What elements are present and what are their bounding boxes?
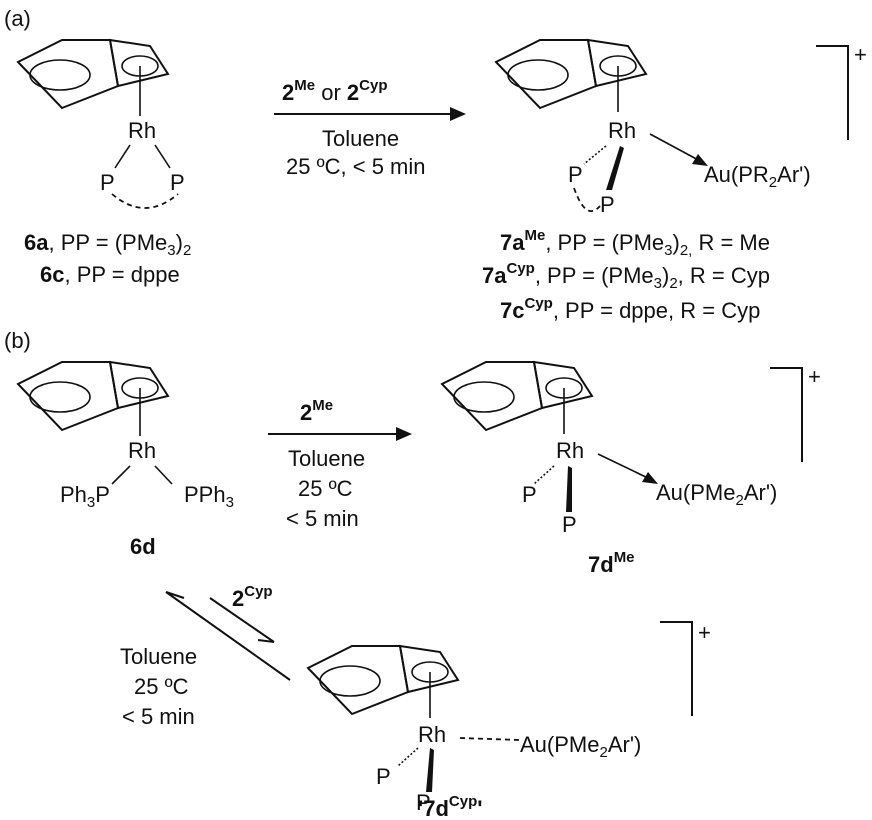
bracket-7d-cyp (660, 621, 693, 716)
p-left-6a: P (100, 170, 115, 195)
p-bottom-7d-me: P (562, 512, 577, 537)
rh-au-bond-7a (649, 133, 703, 163)
label-7d-cyp: '7dCyp' (418, 793, 483, 820)
rh-7a: Rh (608, 118, 636, 143)
arrow-a-head (450, 107, 466, 121)
wedge-bond-7d-me (566, 466, 572, 512)
hashed-bond-7d-me (533, 465, 555, 485)
equilibrium-arrow-forward (209, 597, 275, 643)
p-bottom-7d-cyp: P (416, 790, 431, 815)
gold-fragment-7d-me: Au(PMe2Ar') (656, 480, 777, 509)
equilibrium-arrow-back (165, 591, 291, 681)
rh-7d-cyp: Rh (418, 722, 446, 747)
gold-fragment-7a: Au(PR2Ar') (704, 162, 811, 191)
rh-p-bond-left-6a (114, 144, 131, 169)
arrow-b-head (396, 427, 412, 441)
wedge-bond-7d-cyp (426, 748, 434, 792)
bracket-7a (816, 45, 849, 140)
diphosphine-backbone-7a (573, 187, 601, 212)
p-left-7a: P (568, 162, 583, 187)
rh-6d: Rh (128, 438, 156, 463)
indenyl-ligand-7d-me (440, 360, 594, 434)
temp-b: 25 ºC (298, 476, 353, 501)
rh-au-bond-7d-me (597, 453, 653, 481)
solvent-b: Toluene (288, 446, 365, 471)
rh-au-contact-7d-cyp (459, 737, 521, 741)
gold-fragment-7d-cyp: Au(PMe2Ar') (520, 732, 641, 761)
indenyl-ligand-6a (16, 38, 170, 116)
pph3-left-6d: Ph3P (60, 482, 110, 511)
temp-eq: 25 ºC (134, 674, 189, 699)
p-left-7d-me: P (522, 482, 537, 507)
p-right-6a: P (170, 170, 185, 195)
diphosphine-backbone-6a (111, 193, 179, 209)
reagent-a: 2Me or 2Cyp (282, 77, 387, 105)
hashed-bond-7d-cyp (397, 747, 419, 767)
rh-au-arrowhead-7a (692, 154, 708, 166)
solvent-a: Toluene (322, 126, 399, 151)
indenyl-ligand-6d (16, 360, 170, 436)
rh-6a: Rh (128, 118, 156, 143)
time-eq: < 5 min (122, 704, 195, 729)
bracket-7d-me (770, 367, 803, 462)
panel-a-label: (a) (4, 6, 31, 31)
charge-7d-cyp: + (698, 620, 711, 645)
p-bottom-7a: P (600, 192, 615, 217)
charge-7d-me: + (808, 364, 821, 389)
equilibrium-arrow-back-head (165, 591, 185, 599)
label-7c-cyp: 7cCyp, PP = dppe, R = Cyp (500, 295, 760, 323)
reagent-b: 2Me (300, 397, 333, 425)
equilibrium-arrow-forward-head (257, 639, 275, 643)
solvent-eq: Toluene (120, 644, 197, 669)
label-7d-me: 7dMe (588, 549, 635, 577)
indenyl-ligand-7a (494, 38, 648, 112)
label-7a-cyp: 7aCyp, PP = (PMe3)2, R = Cyp (482, 260, 770, 292)
pph3-right-6d: PPh3 (184, 482, 234, 511)
label-6d: 6d (130, 534, 156, 559)
rh-p-bond-right-6a (154, 144, 171, 169)
indenyl-ligand-7d-cyp (306, 644, 460, 718)
label-6c: 6c, PP = dppe (40, 262, 180, 287)
charge-7a: + (854, 42, 867, 67)
reagent-eq: 2Cyp (232, 583, 273, 611)
rh-p-bond-right-6d (154, 465, 173, 485)
label-6a: 6a, PP = (PMe3)2 (24, 230, 191, 259)
hashed-bond-7a (583, 145, 607, 165)
conditions-a: 25 ºC, < 5 min (286, 154, 426, 179)
label-7a-me: 7aMe, PP = (PMe3)2, R = Me (500, 227, 770, 259)
rh-p-bond-left-6d (111, 465, 131, 485)
p-left-7d-cyp: P (376, 764, 391, 789)
panel-b-label: (b) (4, 328, 31, 353)
rh-7d-me: Rh (556, 438, 584, 463)
rh-au-arrowhead-7d-me (642, 472, 658, 484)
time-b: < 5 min (286, 506, 359, 531)
wedge-bond-7a (606, 146, 624, 190)
